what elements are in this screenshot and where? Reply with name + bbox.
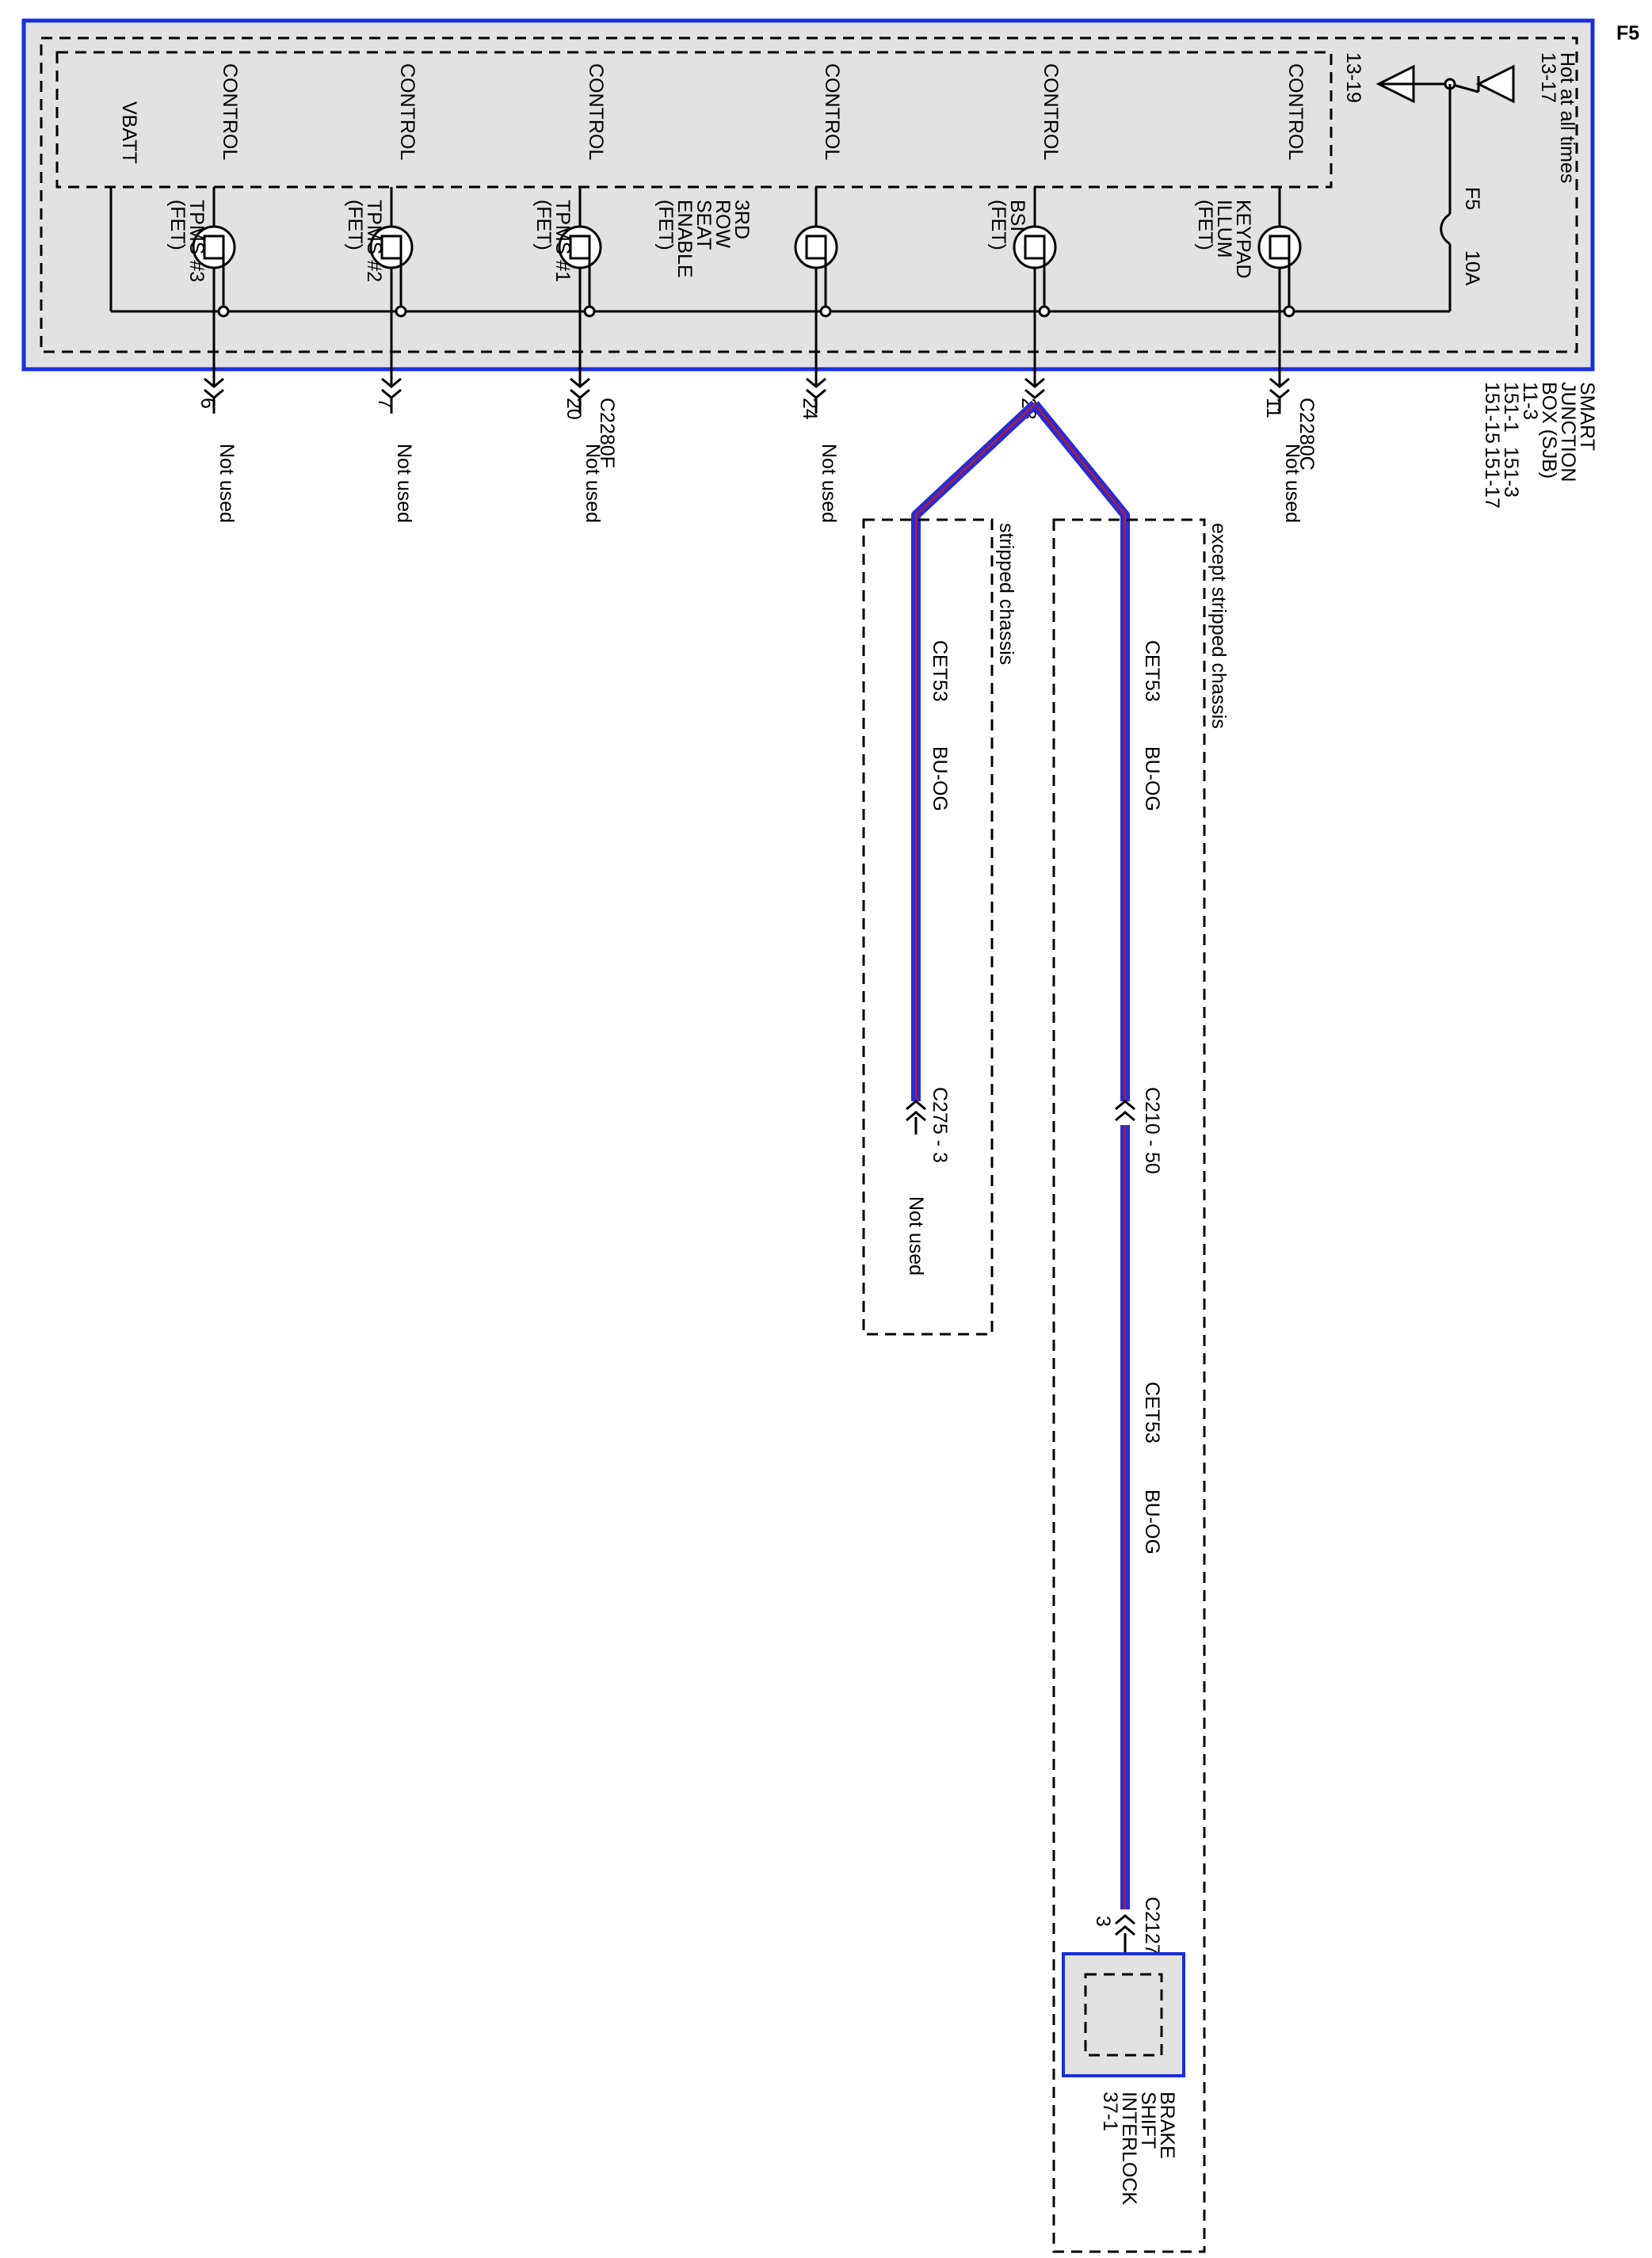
pin-number: 20: [563, 398, 585, 420]
control-label: CONTROL: [1284, 63, 1307, 160]
fet-name: ILLUM: [1213, 200, 1235, 258]
bsi-wire-except: [1031, 401, 1130, 1101]
except-conn1: C210 - 50: [1141, 1087, 1163, 1174]
page-id: F5: [1616, 22, 1639, 44]
except-stripped-chassis-label: except stripped chassis: [1208, 523, 1230, 729]
pin-number: 7: [374, 398, 396, 409]
stripped-conn: C275 - 3: [929, 1087, 951, 1163]
connector-c275-icon: [906, 1100, 926, 1122]
control-label: CONTROL: [1040, 63, 1062, 160]
pin-number: 11: [1262, 398, 1284, 418]
except-circuit-1: CET53: [1141, 640, 1163, 702]
vbatt-label: VBATT: [118, 101, 140, 164]
connector-c210-icon: [1115, 1100, 1135, 1122]
fet-name: SEAT: [692, 200, 715, 250]
brake-shift-interlock-inner: [1084, 1973, 1163, 2057]
except-conn2: C2127: [1141, 1897, 1163, 1955]
stripped-chassis-label: stripped chassis: [995, 523, 1017, 665]
bus-junction: [1283, 305, 1295, 318]
branch-wires: [906, 400, 1135, 1954]
connector-c2127-icon: [1115, 1914, 1135, 1936]
component-label-block: BRAKE SHIFT INTERLOCK 37-1: [1099, 2092, 1178, 2205]
brake-shift-interlock-box: [1062, 1952, 1185, 2077]
control-area-dashed: [55, 51, 1333, 189]
fet-name: (FET): [1194, 200, 1216, 250]
status-label: Not used: [216, 444, 238, 523]
hot-label-group: Hot at all times 13-17: [1537, 52, 1578, 183]
sjb-ref-3: 151-15: [1481, 382, 1503, 444]
status-label: Not used: [393, 444, 415, 523]
except-stripped-chassis-dashed-box: [1052, 518, 1206, 2253]
sjb-name-3: BOX (SJB): [1538, 382, 1560, 479]
power-source-triangle-icon: [1475, 64, 1515, 104]
stripped-circuit: CET53: [929, 640, 951, 702]
bus-junction: [1038, 305, 1051, 318]
fet-name: ROW: [712, 200, 734, 249]
control-label: CONTROL: [821, 63, 843, 160]
hot-label: Hot at all times: [1556, 52, 1578, 183]
sjb-ref-4: 151-3: [1500, 447, 1522, 498]
status-label: Not used: [582, 444, 604, 523]
hot-ref: 13-17: [1537, 52, 1559, 103]
fet-name: 3RD: [731, 200, 753, 239]
fuse-rating: 10A: [1461, 250, 1483, 286]
bus-junction: [395, 305, 407, 318]
component-name-1: BRAKE: [1156, 2092, 1178, 2159]
control-label: CONTROL: [396, 63, 418, 160]
except-conn2-pin: 3: [1092, 1916, 1114, 1927]
bus-junction: [217, 305, 230, 318]
ground-ref: 13-19: [1342, 52, 1364, 103]
except-circuit-2: CET53: [1141, 1382, 1163, 1444]
fet-name: (FET): [166, 200, 189, 250]
fet-name: (FET): [987, 200, 1009, 250]
fet-transistor-icon: [1013, 225, 1057, 269]
bus-junction: [819, 305, 832, 318]
component-ref: 37-1: [1099, 2092, 1121, 2131]
stripped-chassis-dashed-box: [862, 518, 994, 1336]
fet-name: (FET): [532, 200, 555, 250]
sjb-name-2: JUNCTION: [1557, 382, 1579, 482]
connector-pin-icon: [1024, 377, 1045, 399]
sjb-label-block: SMART JUNCTION BOX (SJB) 11-3 151-1 151-…: [1481, 382, 1598, 509]
status-label: Not used: [1281, 444, 1303, 523]
control-label: CONTROL: [219, 63, 241, 160]
connector-name: C2280C: [1295, 398, 1318, 471]
control-label: CONTROL: [585, 63, 607, 160]
fuse-icon: [1440, 212, 1451, 246]
fet-name: ENABLE: [673, 200, 696, 278]
connector-name: C2280F: [596, 398, 618, 468]
sjb-name-1: SMART: [1576, 382, 1598, 451]
fet-name: BSI: [1006, 200, 1028, 231]
sjb-ref-1: 11-3: [1519, 382, 1541, 420]
fet-name: TPMS #1: [551, 200, 574, 282]
sjb-outer-dashed: [40, 36, 1578, 353]
fet-name: TPMS #3: [185, 200, 208, 282]
component-name-3: INTERLOCK: [1118, 2092, 1140, 2205]
fet-transistor-icon: [1257, 225, 1302, 269]
fet-name: TPMS #2: [363, 200, 385, 282]
fet-name: KEYPAD: [1232, 200, 1254, 279]
except-color-1: BU-OG: [1141, 746, 1163, 811]
fet-name: (FET): [654, 200, 677, 250]
ground-ref-group: 13-19: [1342, 52, 1364, 103]
stripped-color: BU-OG: [929, 746, 951, 811]
component-name-2: SHIFT: [1137, 2092, 1159, 2149]
pin-number: 6: [196, 398, 219, 409]
stripped-status: Not used: [905, 1196, 927, 1276]
status-label: Not used: [818, 444, 840, 523]
fet-name: (FET): [344, 200, 366, 250]
sjb-ref-5: 151-17: [1481, 447, 1503, 509]
fet-transistor-icon: [794, 225, 838, 269]
except-color-2: BU-OG: [1141, 1489, 1163, 1554]
sjb-ref-2: 151-1: [1500, 382, 1522, 433]
bus-junction: [583, 305, 596, 318]
fuse-name: F5: [1461, 187, 1483, 210]
pin-number: 24: [799, 398, 821, 420]
